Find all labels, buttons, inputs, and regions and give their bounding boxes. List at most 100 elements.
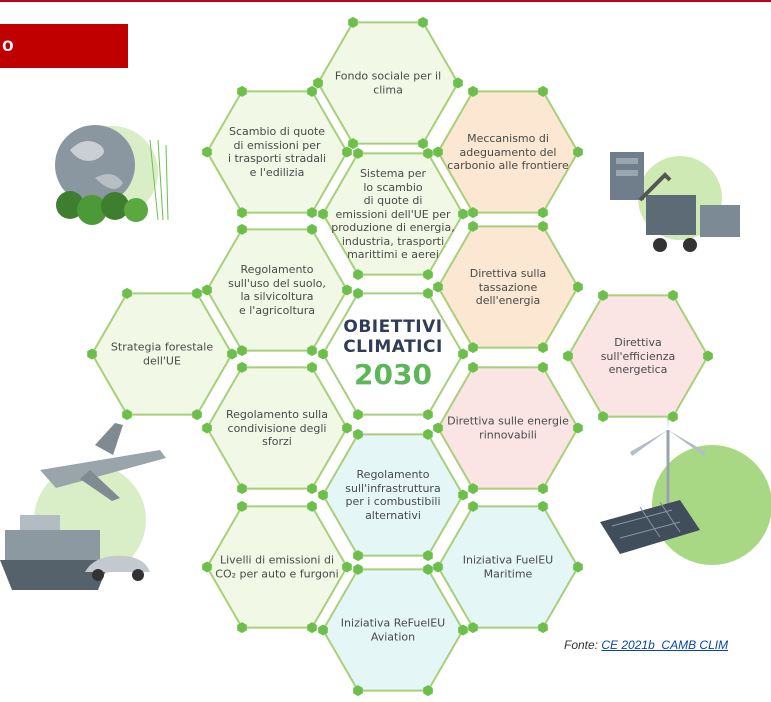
hexagon-node: [423, 287, 433, 299]
hexagon-nodes: [87, 16, 713, 697]
source-link[interactable]: CE 2021b_CAMB CLIM: [601, 638, 729, 652]
hexagon-node: [468, 342, 478, 354]
wind-solar-icon: [600, 385, 771, 565]
hexagon-node: [307, 85, 317, 97]
hexagon-node: [237, 483, 247, 495]
hexagon-node: [353, 428, 363, 440]
port-crane-icon: [610, 152, 740, 252]
source-label: Fonte:: [564, 638, 599, 652]
hexagon-label-energie-rinnovabili: Direttiva sulle energie rinnovabili: [447, 414, 569, 442]
hexagon-node: [353, 685, 363, 697]
center-title-year: 2030: [354, 358, 432, 391]
hexagon-node: [192, 287, 202, 299]
title-badge: o: [0, 24, 128, 68]
hexagon-node: [318, 489, 328, 501]
hexagon-node: [307, 500, 317, 512]
hexagon-node: [703, 350, 713, 362]
hexagon-node: [538, 622, 548, 634]
hexagon-node: [307, 207, 317, 219]
hexagon-label-refueleu-aviation: Iniziativa ReFuelEU Aviation: [340, 616, 446, 644]
hexagon-node: [468, 361, 478, 373]
hexagon-node: [202, 561, 212, 573]
hexagon-node: [122, 287, 132, 299]
hexagon-node: [353, 147, 363, 159]
center-title-line2: CLIMATICI: [343, 337, 443, 357]
hexagon-node: [468, 85, 478, 97]
hexagon-label-regolamento-suolo: Regolamento sull'uso del suolo, la silvi…: [228, 263, 326, 317]
hexagon-node: [418, 138, 428, 150]
hexagon-label-efficienza-energetica: Direttiva sull'efficienza energetica: [600, 335, 676, 376]
hexagon-node: [307, 361, 317, 373]
hexagon-node: [538, 361, 548, 373]
globe-trees-icon: [55, 125, 169, 225]
hexagon-node: [538, 500, 548, 512]
hexagon-node: [237, 207, 247, 219]
hexagon-node: [237, 622, 247, 634]
hexagon-node: [202, 422, 212, 434]
hexagon-node: [342, 146, 352, 158]
hexagon-label-livelli-co2: Livelli di emissioni di CO₂ per auto e f…: [215, 553, 339, 581]
hexagon-node: [423, 147, 433, 159]
hexagon-node: [573, 561, 583, 573]
center-title: OBIETTIVI CLIMATICI 2030: [343, 317, 443, 391]
hexagon-node: [202, 284, 212, 296]
hexagon-node: [423, 409, 433, 421]
hexagon-node: [192, 409, 202, 421]
hexagon-label-condivisione-sforzi: Regolamento sulla condivisione degli sfo…: [226, 407, 328, 448]
hexagon-node: [598, 411, 608, 423]
hexagon-node: [458, 489, 468, 501]
hexagon-label-meccanismo-adeguamento: Meccanismo di adeguamento del carbonio a…: [447, 131, 569, 172]
hexagon-node: [538, 483, 548, 495]
hexagon-label-infrastruttura-combustibili: Regolamento sull'infrastruttura per i co…: [345, 468, 441, 522]
hexagon-node: [468, 207, 478, 219]
hexagon-node: [418, 16, 428, 28]
hexagon-node: [353, 409, 363, 421]
hexagon-node: [202, 146, 212, 158]
hexagon-node: [318, 348, 328, 360]
hexagon-node: [538, 342, 548, 354]
hexagon-node: [573, 281, 583, 293]
hexagon-label-fueleu-maritime: Iniziativa FuelEU Maritime: [462, 553, 554, 581]
hexagon-node: [307, 223, 317, 235]
top-rule: [0, 0, 771, 2]
hexagon-node: [237, 345, 247, 357]
hexagon-node: [573, 146, 583, 158]
hexagon-node: [538, 207, 548, 219]
source-caption: Fonte: CE 2021b_CAMB CLIM: [564, 638, 728, 652]
hexagon-node: [423, 563, 433, 575]
hexagon-node: [538, 85, 548, 97]
hexagon-label-scambio-quote-trasporti: Scambio di quote di emissioni per i tras…: [227, 125, 327, 179]
hexagon-node: [423, 550, 433, 562]
hexagon-node: [458, 348, 468, 360]
center-title-line1: OBIETTIVI: [343, 317, 443, 337]
hexagon-label-sistema-scambio-ue: Sistema per lo scambio di quote di emiss…: [331, 166, 455, 261]
hexagon-node: [342, 284, 352, 296]
hexagon-node: [353, 563, 363, 575]
hexagon-node: [348, 16, 358, 28]
hexagon-node: [237, 223, 247, 235]
hexagon-node: [227, 348, 237, 360]
hexagon-node: [87, 348, 97, 360]
hexagon-node: [353, 269, 363, 281]
hexagon-node: [433, 422, 443, 434]
hexagon-node: [307, 345, 317, 357]
hexagon-node: [458, 624, 468, 636]
hexagon-node: [433, 281, 443, 293]
hexagon-node: [668, 289, 678, 301]
hexagon-node: [468, 220, 478, 232]
hexagon-node: [468, 500, 478, 512]
hexagon-node: [348, 138, 358, 150]
hexagon-node: [353, 550, 363, 562]
hexagon-node: [237, 85, 247, 97]
hexagon-node: [538, 220, 548, 232]
hexagon-label-fondo-sociale: Fondo sociale per il clima: [334, 69, 442, 97]
hexagon-node: [342, 561, 352, 573]
hexagon-node: [573, 422, 583, 434]
hexagon-label-tassazione-energia: Direttiva sulla tassazione dell'energia: [469, 266, 547, 307]
hexagon-node: [433, 146, 443, 158]
hexagon-node: [423, 269, 433, 281]
hexagon-node: [458, 208, 468, 220]
transport-plane-ship-car-icon: [0, 423, 166, 590]
hexagon-node: [563, 350, 573, 362]
